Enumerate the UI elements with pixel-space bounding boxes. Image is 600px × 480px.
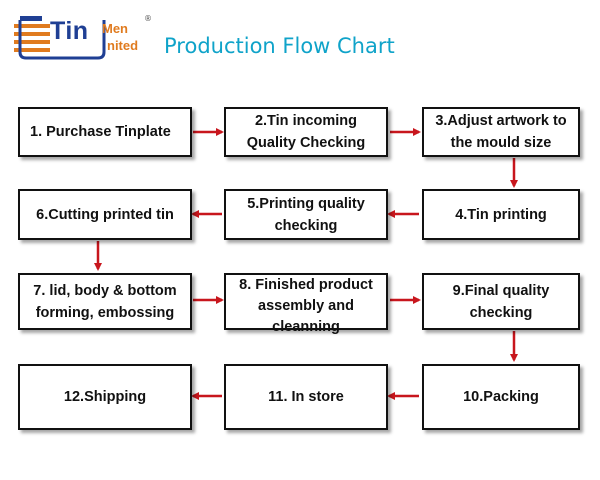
step-10-label: 10.Packing — [463, 389, 539, 405]
step-6-cutting-printed-tin: 6.Cutting printed tin — [18, 189, 192, 240]
step-2-label: 2.Tin incoming Quality Checking — [246, 113, 366, 151]
step-3-adjust-artwork: 3.Adjust artwork to the mould size — [422, 107, 580, 157]
step-12-label: 12.Shipping — [63, 389, 147, 405]
step-7-label: 7. lid, body & bottom forming, embossing — [33, 282, 177, 321]
step-4-label: 4.Tin printing — [455, 206, 547, 223]
company-logo: Tin Men nited ® — [14, 14, 152, 62]
step-9-label: 9.Final quality checking — [452, 282, 550, 321]
step-6-label: 6.Cutting printed tin — [36, 206, 174, 223]
step-5-printing-quality-checking: 5.Printing quality checking — [224, 189, 388, 240]
step-7-lid-body-bottom-forming: 7. lid, body & bottom forming, embossing — [18, 273, 192, 330]
logo-text-men: Men — [102, 21, 128, 36]
page-title: Production Flow Chart — [164, 34, 395, 58]
step-11-label: 11. In store — [268, 389, 344, 405]
step-10-packing: 10.Packing — [422, 364, 580, 430]
logo-text-tin: Tin — [50, 17, 89, 45]
logo-text-united: nited — [107, 38, 139, 53]
step-1-label: 1. Purchase Tinplate — [30, 124, 171, 140]
registered-mark: ® — [144, 14, 152, 23]
logo-mark-icon — [14, 16, 106, 60]
step-2-tin-incoming-quality-checking: 2.Tin incoming Quality Checking — [224, 107, 388, 157]
step-11-in-store: 11. In store — [224, 364, 388, 430]
step-1-purchase-tinplate: 1. Purchase Tinplate — [18, 107, 192, 157]
step-5-label: 5.Printing quality checking — [247, 195, 365, 234]
step-4-tin-printing: 4.Tin printing — [422, 189, 580, 240]
step-3-label: 3.Adjust artwork to the mould size — [435, 113, 567, 151]
step-8-label: 8. Finished product assembly and cleanni… — [239, 277, 373, 335]
step-9-final-quality-checking: 9.Final quality checking — [422, 273, 580, 330]
step-12-shipping: 12.Shipping — [18, 364, 192, 430]
step-8-finished-product-assembly: 8. Finished product assembly and cleanni… — [224, 273, 388, 335]
